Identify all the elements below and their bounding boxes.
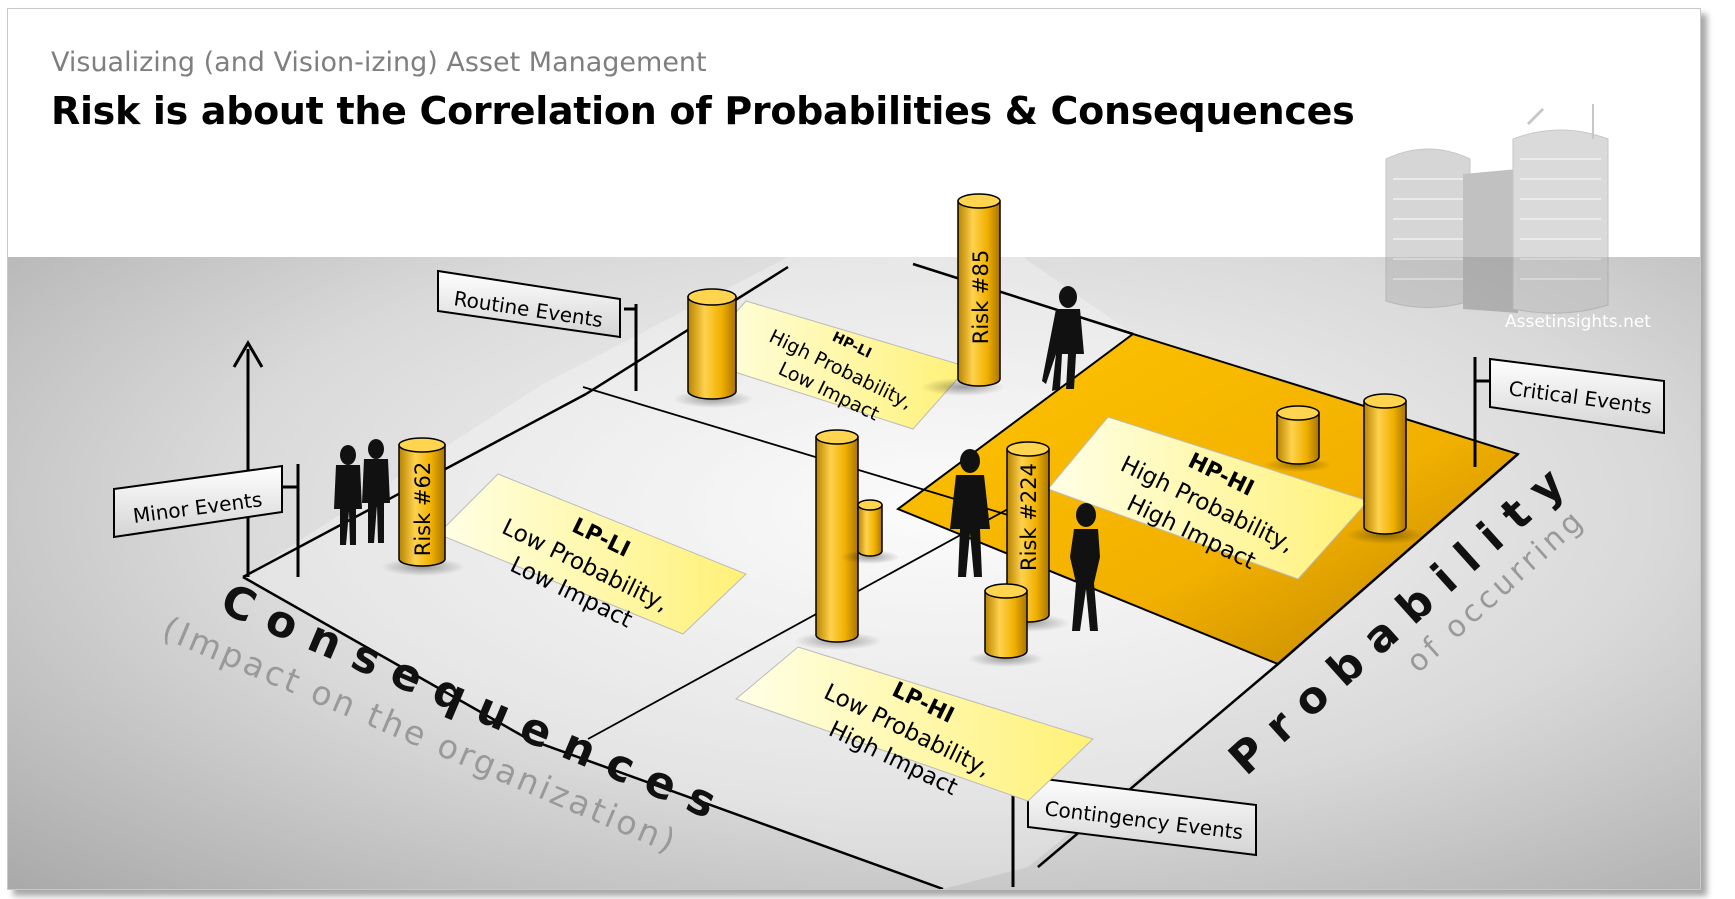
- risk-cylinder-hp-hi-tall: [1346, 393, 1426, 544]
- risk-224-label: Risk #224: [1017, 463, 1041, 571]
- slide-subtitle: Visualizing (and Vision-izing) Asset Man…: [51, 47, 707, 78]
- person-icon: [334, 445, 362, 545]
- sign-routine-events: Routine Events: [437, 269, 638, 391]
- person-silhouette-group: [334, 286, 1100, 631]
- person-icon: [950, 449, 990, 577]
- watermark-brand: Assetinsights.net: [1505, 312, 1651, 332]
- sign-contingency-events: Contingency Events: [1011, 771, 1257, 887]
- risk-cylinder-lp-hi-short: [968, 583, 1044, 667]
- person-icon: [1070, 503, 1100, 631]
- vertical-axis-arrow: [232, 340, 264, 577]
- risk-cylinder-lp-hi-tall: [794, 429, 882, 650]
- person-icon: [1042, 286, 1084, 391]
- risk-cylinder-lp-hi-small: [840, 499, 900, 564]
- person-icon: [362, 439, 390, 543]
- slide-title: Risk is about the Correlation of Probabi…: [51, 89, 1355, 133]
- slide: Visualizing (and Vision-izing) Asset Man…: [7, 8, 1701, 890]
- office-buildings-icon: [1385, 104, 1609, 314]
- risk-85-label: Risk #85: [969, 250, 993, 345]
- risk-cylinder-62: Risk #62: [381, 437, 465, 576]
- risk-62-label: Risk #62: [411, 462, 435, 557]
- risk-matrix-diagram: Assetinsights.net Routine Events: [113, 104, 1665, 889]
- risk-cylinder-85: Risk #85: [921, 193, 1005, 396]
- sign-critical-events: Critical Events: [1473, 357, 1665, 467]
- risk-cylinder-hp-hi-small: [1264, 405, 1332, 472]
- risk-cylinder-hp-li-small: [673, 288, 753, 408]
- sign-minor-events: Minor Events: [113, 464, 300, 577]
